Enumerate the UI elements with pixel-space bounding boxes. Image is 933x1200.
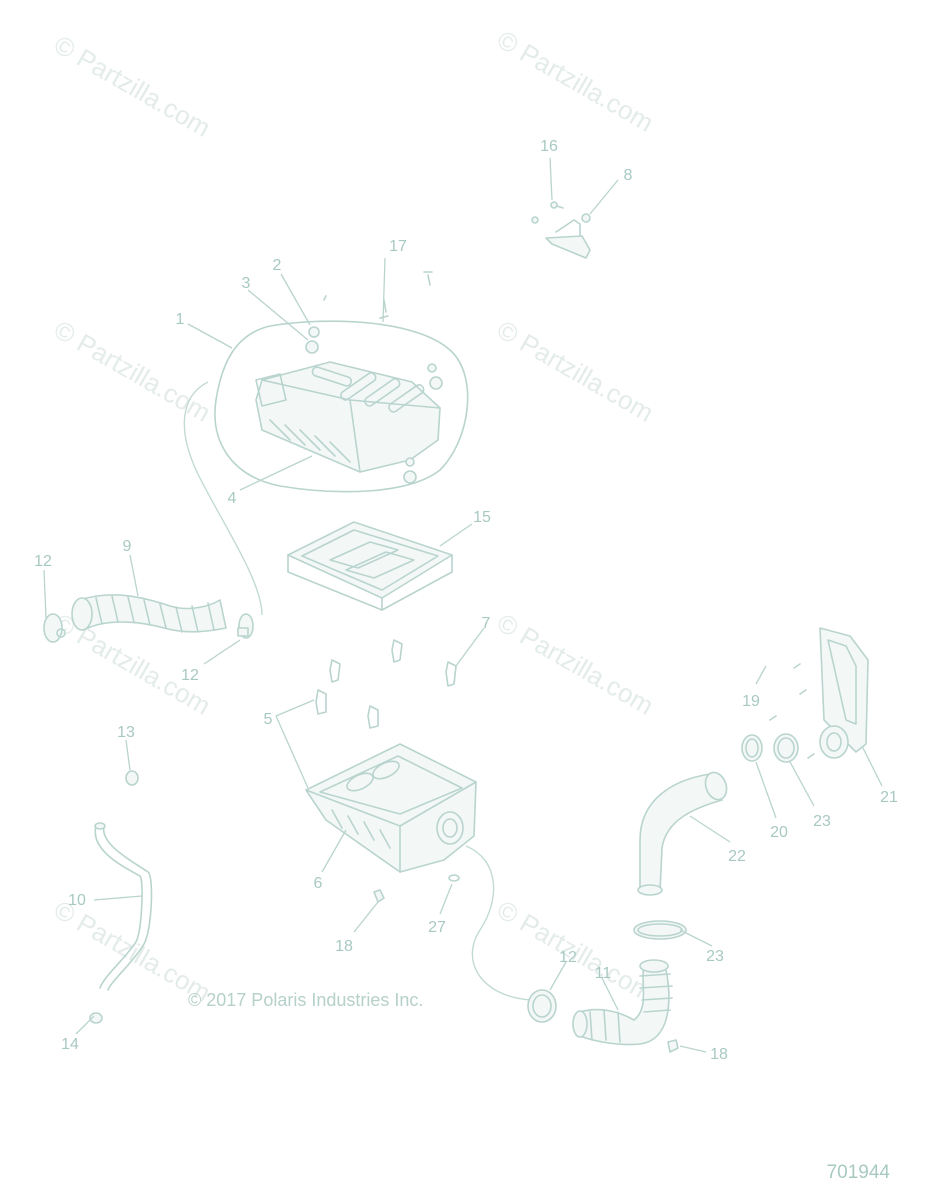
callout-label: 13 xyxy=(117,724,135,741)
breather-tube xyxy=(89,770,153,1024)
copyright-notice: © 2017 Polaris Industries Inc. xyxy=(188,990,423,1010)
outlet-cover xyxy=(769,627,869,759)
callout-label: 10 xyxy=(68,892,86,909)
callout-label: 5 xyxy=(264,711,273,728)
callout-label: 17 xyxy=(389,238,407,255)
callout-label: 12 xyxy=(559,949,577,966)
callout-label: 2 xyxy=(273,257,282,274)
callout-label: 16 xyxy=(540,138,558,155)
callout-labels: 1 2 3 4 5 6 7 8 9 10 11 12 12 12 13 14 1… xyxy=(34,138,898,1063)
callout-label: 9 xyxy=(123,538,132,555)
callout-label: 3 xyxy=(242,275,251,292)
callout-label: 7 xyxy=(482,615,491,632)
leader-lines xyxy=(43,157,883,1053)
callout-label: 11 xyxy=(595,965,612,982)
callout-label: 22 xyxy=(728,848,746,865)
callout-label: 4 xyxy=(228,490,237,507)
callout-label: 12 xyxy=(181,667,199,684)
callout-label: 15 xyxy=(473,509,491,526)
callout-label: 27 xyxy=(428,919,446,936)
callout-label: 18 xyxy=(710,1046,728,1063)
callout-label: 18 xyxy=(335,938,353,955)
airbox-base xyxy=(305,743,531,1001)
lower-duct xyxy=(527,959,679,1053)
bracket-assembly xyxy=(531,201,591,259)
callout-label: 23 xyxy=(813,813,831,830)
callout-label: 6 xyxy=(314,875,323,892)
watermark: © Partzilla.com xyxy=(492,607,659,721)
callout-label: 21 xyxy=(880,789,898,806)
elbow-duct xyxy=(637,771,728,896)
air-filter xyxy=(287,521,453,611)
watermark: © Partzilla.com xyxy=(492,24,659,138)
intake-hose xyxy=(43,594,254,643)
airbox-cover-assembly xyxy=(183,271,469,616)
callout-label: 20 xyxy=(770,824,788,841)
clips xyxy=(315,639,457,729)
callout-label: 23 xyxy=(706,948,724,965)
callout-label: 14 xyxy=(61,1036,79,1053)
watermark-layer: © Partzilla.com © Partzilla.com © Partzi… xyxy=(49,24,659,1008)
watermark: © Partzilla.com xyxy=(49,314,216,428)
callout-label: 12 xyxy=(34,553,52,570)
clamps xyxy=(633,733,799,940)
callout-label: 1 xyxy=(176,311,185,328)
drawing-number: 701944 xyxy=(827,1162,891,1183)
watermark: © Partzilla.com xyxy=(49,29,216,143)
callout-label: 19 xyxy=(742,693,760,710)
callout-label: 8 xyxy=(624,167,633,184)
watermark: © Partzilla.com xyxy=(492,314,659,428)
